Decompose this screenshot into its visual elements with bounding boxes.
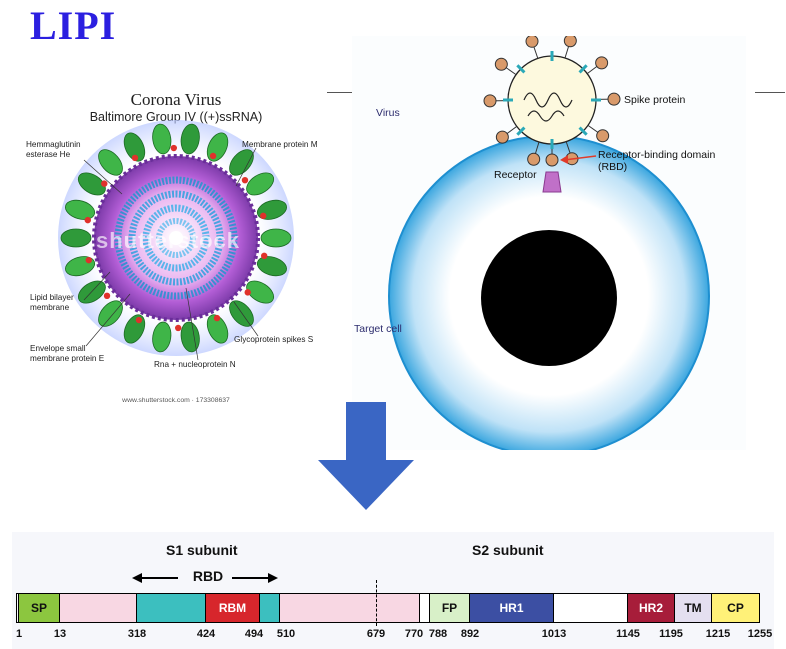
domain-cp: CP xyxy=(712,593,760,623)
binding-diagram: Virus Spike protein Receptor-binding dom… xyxy=(352,36,746,450)
virus-particle xyxy=(483,36,621,166)
domain-segment xyxy=(260,593,280,623)
receptor xyxy=(542,171,562,193)
domain-segment xyxy=(554,593,628,623)
residue-number: 1215 xyxy=(705,628,731,640)
residue-number: 510 xyxy=(276,628,296,640)
label-rna-nucleoprotein: Rna + nucleoprotein N xyxy=(154,360,236,369)
residue-number: 679 xyxy=(366,628,386,640)
domain-hr1: HR1 xyxy=(470,593,554,623)
image-credit: www.shutterstock.com · 173308637 xyxy=(122,397,230,404)
label-spike-protein: Spike protein xyxy=(624,94,686,106)
domain-segment xyxy=(137,593,206,623)
domain-name: SP xyxy=(30,601,47,615)
residue-number: 892 xyxy=(460,628,480,640)
domain-tm: TM xyxy=(675,593,712,623)
rbd-arrow xyxy=(563,155,597,161)
watermark: shutterstock xyxy=(96,228,241,253)
residue-number: 788 xyxy=(428,628,448,640)
residue-number: 13 xyxy=(53,628,67,640)
coronavirus-illustration: Corona Virus Baltimore Group IV ((+)ssRN… xyxy=(26,88,326,410)
residue-number: 1195 xyxy=(659,628,683,640)
nucleocapsid-coil xyxy=(114,176,238,300)
residue-number: 1013 xyxy=(541,628,567,640)
residue-number: 494 xyxy=(244,628,264,640)
cell-nucleus xyxy=(481,230,617,366)
domain-fp: FP xyxy=(430,593,470,623)
domain-name: HR2 xyxy=(638,601,663,615)
domain-name: TM xyxy=(684,601,702,615)
label-virus: Virus xyxy=(376,107,400,119)
s2-subunit-label: S2 subunit xyxy=(472,542,544,558)
label-glycoprotein-spikes: Glycoprotein spikes S xyxy=(234,335,314,344)
domain-name: RBM xyxy=(218,601,247,615)
virus-subtitle: Baltimore Group IV ((+)ssRNA) xyxy=(89,110,263,124)
divider-right xyxy=(755,92,785,93)
domain-hr2: HR2 xyxy=(628,593,675,623)
residue-number: 1145 xyxy=(616,628,640,640)
page-title: LIPI xyxy=(30,3,117,48)
domain-name: FP xyxy=(441,601,458,615)
rbd-span-arrows xyxy=(132,573,278,583)
domain-segment xyxy=(280,593,420,623)
domain-sp: SP xyxy=(18,593,60,623)
rbd-label: RBD xyxy=(192,568,224,584)
cleavage-site-marker xyxy=(376,580,377,626)
label-target-cell: Target cell xyxy=(354,323,402,335)
label-receptor: Receptor xyxy=(494,169,537,181)
divider-left xyxy=(327,92,353,93)
residue-number: 424 xyxy=(196,628,216,640)
domain-segment xyxy=(60,593,137,623)
s1-subunit-label: S1 subunit xyxy=(166,542,238,558)
spike-domain-map: S1 subunit S2 subunit RBD SP RBM FP HR1 HR2 T… xyxy=(12,532,774,649)
rbd-knob xyxy=(545,153,559,167)
residue-number: 318 xyxy=(127,628,147,640)
down-arrow-icon xyxy=(318,402,414,510)
envelope-proteins xyxy=(84,144,268,332)
virus-title: Corona Virus xyxy=(130,90,222,109)
domain-name: HR1 xyxy=(499,601,524,615)
residue-number: 1 xyxy=(15,628,23,640)
domain-rbm: RBM xyxy=(206,593,260,623)
binding-drawing xyxy=(388,36,710,450)
residue-number: 1255 xyxy=(747,628,773,640)
virus-drawing xyxy=(58,120,294,361)
label-membrane-protein: Membrane protein M xyxy=(242,140,318,149)
domain-segment xyxy=(420,593,430,623)
label-rbd: Receptor-binding domain (RBD) xyxy=(598,149,716,173)
residue-number: 770 xyxy=(404,628,424,640)
domain-name: CP xyxy=(727,601,744,615)
